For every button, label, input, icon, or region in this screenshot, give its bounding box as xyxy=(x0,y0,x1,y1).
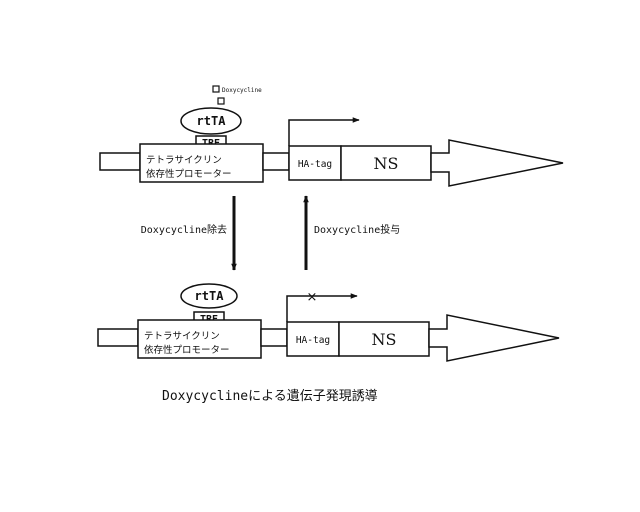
rtta-label: rtTA xyxy=(197,114,227,128)
ha-tag-label: HA-tag xyxy=(298,159,332,170)
promoter-box xyxy=(137,319,262,359)
addition-label: Doxycycline投与 xyxy=(314,223,400,236)
removal-label: Doxycycline除去 xyxy=(141,223,227,236)
ns-gene-label: NS xyxy=(374,154,399,173)
dna-backbone xyxy=(99,152,141,171)
diagram-caption: Doxycyclineによる遺伝子発現誘導 xyxy=(162,389,378,404)
promoter-label-line2: 依存性プロモーター xyxy=(144,344,230,356)
spacer-segment xyxy=(260,328,288,347)
ns-gene-label: NS xyxy=(372,330,397,349)
transcription-start-arrow xyxy=(288,117,360,146)
rtta-label: rtTA xyxy=(195,289,225,303)
promoter-label-line1: テトラサイクリン xyxy=(144,331,220,342)
ns-gene-box xyxy=(338,321,430,357)
transcription-start-arrow xyxy=(286,293,358,322)
dna-backbone xyxy=(97,328,139,347)
transition-arrows: Doxycycline除去 Doxycycline投与 xyxy=(141,195,400,271)
rtta-ellipse xyxy=(180,283,238,309)
doxycycline-marker-1 xyxy=(212,85,220,93)
top-construct: Doxycycline rtTA TRE テトラサイクリン 依存性プロモーター … xyxy=(99,85,564,187)
doxycycline-small-label: Doxycycline xyxy=(222,87,262,94)
doxycycline-marker-2 xyxy=(217,97,225,105)
ha-tag-box xyxy=(286,321,340,357)
transcription-block-mark: × xyxy=(307,290,318,305)
promoter-label-line2: 依存性プロモーター xyxy=(146,168,232,180)
rtta-ellipse xyxy=(180,107,242,135)
spacer-segment xyxy=(262,152,290,171)
promoter-label-line1: テトラサイクリン xyxy=(146,155,222,166)
promoter-box xyxy=(139,143,264,183)
bottom-construct: rtTA TRE テトラサイクリン 依存性プロモーター HA-tag NS × xyxy=(97,283,560,362)
ns-gene-box xyxy=(340,145,432,181)
gene-direction-arrow xyxy=(430,139,564,187)
ha-tag-label: HA-tag xyxy=(296,335,330,346)
gene-direction-arrow xyxy=(428,314,560,362)
ha-tag-box xyxy=(288,145,342,181)
